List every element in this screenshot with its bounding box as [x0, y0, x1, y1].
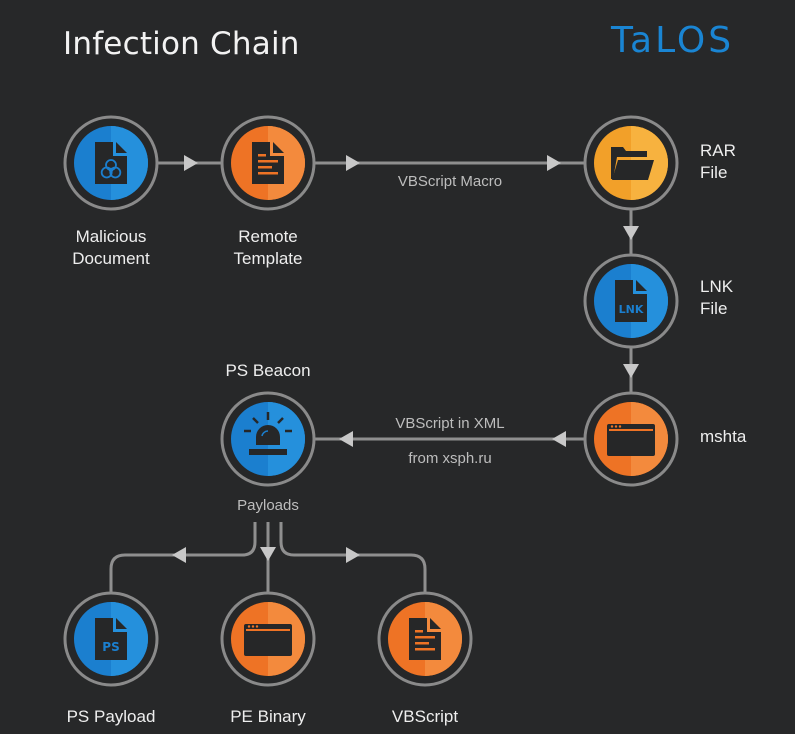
node-label-remote-template: Remote Template [233, 227, 303, 268]
document-body [95, 618, 127, 660]
node-label-rar-file: RAR File [700, 141, 736, 182]
arrow-icon [547, 155, 561, 171]
document-body [95, 142, 127, 184]
node-remote-template [220, 115, 316, 211]
connectors [109, 155, 639, 593]
text-document-icon [409, 618, 441, 660]
node-label-malicious-document: Malicious Document [72, 227, 150, 268]
biohazard-document-icon [95, 142, 127, 184]
node-lnk-file: LNK [583, 253, 679, 349]
arrow-icon [260, 547, 276, 561]
edge-label-from-xsph: from xsph.ru [408, 450, 492, 467]
document-body [615, 280, 647, 322]
node-label-ps-beacon: PS Beacon [225, 361, 311, 380]
arrow-icon [346, 155, 360, 171]
folder-icon [611, 147, 654, 180]
node-ps-payload: PS [63, 591, 159, 687]
browser-window-icon [244, 624, 292, 656]
node-vbscript [377, 591, 473, 687]
edge-label-payloads: Payloads [237, 497, 299, 514]
nodes: LNK PS [63, 115, 679, 687]
node-label-vbscript: VBScript [391, 707, 459, 726]
arrow-icon [172, 547, 186, 563]
node-malicious-document [63, 115, 159, 211]
arrow-icon [184, 155, 198, 171]
alarm-beacon-icon [244, 412, 292, 455]
diagram-title: Infection Chain [63, 26, 300, 62]
node-label-mshta: mshta [700, 427, 747, 446]
edge-label-vbscript-in-xml: VBScript in XML [395, 415, 505, 432]
node-pe-binary [220, 591, 316, 687]
node-label-pe-binary: PE Binary [230, 707, 306, 726]
lnk-document-icon: LNK [615, 280, 647, 322]
arrow-icon [623, 364, 639, 378]
edge-label-vbscript-macro: VBScript Macro [397, 173, 503, 190]
browser-window-icon [607, 424, 655, 456]
node-ps-beacon [220, 391, 316, 487]
arrow-icon [552, 431, 566, 447]
arrow-icon [346, 547, 360, 563]
node-rar-file [583, 115, 679, 211]
arrow-icon [339, 431, 353, 447]
node-label-ps-payload: PS Payload [66, 707, 156, 726]
node-label-lnk-file: LNK File [700, 277, 734, 318]
ps-document-icon: PS [95, 618, 127, 660]
arrow-icon [623, 226, 639, 240]
node-mshta [583, 391, 679, 487]
icon-text: PS [102, 640, 119, 654]
talos-logo: TaLOS [611, 20, 735, 61]
text-document-icon [252, 142, 284, 184]
icon-text: LNK [619, 303, 644, 316]
